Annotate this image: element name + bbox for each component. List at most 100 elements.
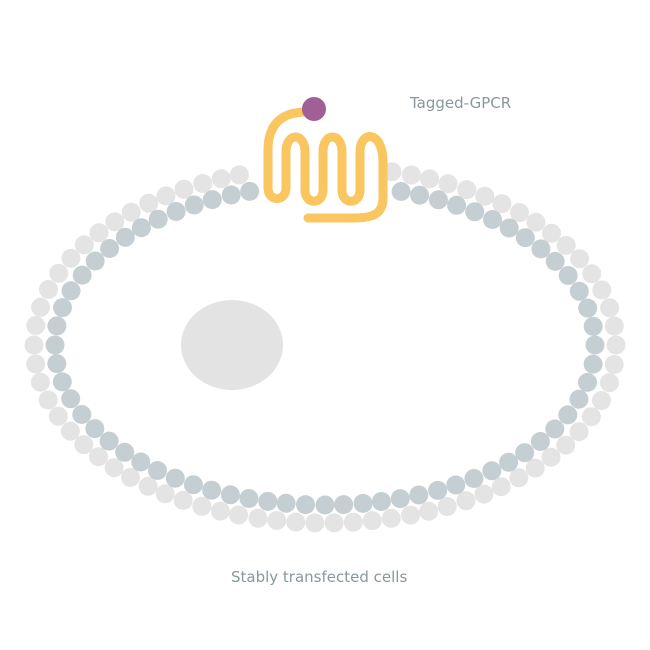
outer-lipid-head xyxy=(491,477,511,497)
inner-lipid-head xyxy=(72,405,92,424)
inner-lipid-head xyxy=(315,495,335,515)
inner-lipid-head xyxy=(184,195,204,215)
outer-lipid-head xyxy=(211,169,231,189)
outer-lipid-head xyxy=(193,174,213,193)
inner-lipid-head xyxy=(240,181,260,201)
outer-lipid-head xyxy=(582,264,602,284)
outer-lipid-head xyxy=(31,297,51,317)
inner-lipid-head xyxy=(100,239,120,258)
outer-lipid-head xyxy=(121,467,140,487)
outer-lipid-head xyxy=(541,447,561,467)
inner-lipid-head xyxy=(239,489,259,508)
inner-lipid-head xyxy=(464,469,484,488)
outer-lipid-head xyxy=(305,513,325,533)
outer-lipid-head xyxy=(192,496,212,516)
inner-lipid-head xyxy=(258,491,278,511)
outer-lipid-head xyxy=(592,280,612,300)
outer-lipid-head xyxy=(599,373,619,393)
inner-lipid-head xyxy=(410,185,430,205)
inner-lipid-head xyxy=(578,372,597,392)
outer-lipid-head xyxy=(569,422,589,442)
inner-lipid-head xyxy=(148,209,168,229)
outer-lipid-head xyxy=(74,235,94,255)
inner-lipid-head xyxy=(334,495,354,515)
outer-lipid-head xyxy=(156,186,176,206)
inner-lipid-head xyxy=(276,493,296,513)
inner-lipid-head xyxy=(221,185,241,205)
gpcr-receptor xyxy=(263,107,388,223)
outer-lipid-head xyxy=(39,280,58,299)
cell-membrane xyxy=(24,162,626,533)
outer-lipid-head xyxy=(457,180,477,200)
inner-lipid-head xyxy=(515,228,535,248)
outer-lipid-head xyxy=(121,202,141,222)
outer-lipid-head xyxy=(492,194,512,214)
inner-lipid-head xyxy=(353,493,373,513)
outer-lipid-head xyxy=(248,508,268,528)
inner-lipid-head xyxy=(545,419,565,439)
outer-lipid-head xyxy=(105,212,125,232)
outer-lipid-head xyxy=(104,458,124,478)
outer-lipid-head xyxy=(267,511,287,530)
inner-lipid-head xyxy=(52,372,72,392)
outer-lipid-head xyxy=(74,435,94,455)
outer-lipid-head xyxy=(581,407,601,427)
inner-lipid-head xyxy=(148,461,167,480)
outer-lipid-head xyxy=(138,476,158,496)
outer-lipid-head xyxy=(604,316,624,336)
outer-lipid-head xyxy=(38,390,58,410)
outer-lipid-head xyxy=(26,316,46,335)
outer-lipid-head xyxy=(381,508,401,528)
inner-lipid-head xyxy=(131,218,151,238)
inner-lipid-head xyxy=(530,432,550,451)
inner-lipid-head xyxy=(61,389,81,409)
nucleus xyxy=(181,300,283,390)
outer-lipid-head xyxy=(570,249,590,269)
outer-lipid-head xyxy=(510,203,529,223)
outer-lipid-head xyxy=(509,468,529,488)
inner-lipid-head xyxy=(165,468,185,488)
inner-lipid-head xyxy=(583,316,603,336)
outer-lipid-head xyxy=(174,179,194,199)
outer-lipid-head xyxy=(525,458,545,478)
inner-lipid-head xyxy=(558,266,578,285)
inner-lipid-head xyxy=(482,461,502,481)
outer-lipid-head xyxy=(604,355,624,374)
outer-lipid-head xyxy=(542,223,561,243)
outer-lipid-head xyxy=(49,263,69,283)
inner-lipid-head xyxy=(47,354,67,374)
inner-lipid-head xyxy=(61,281,81,301)
outer-lipid-head xyxy=(556,435,576,455)
inner-lipid-head xyxy=(99,431,119,451)
inner-lipid-head xyxy=(409,485,429,505)
inner-lipid-head xyxy=(447,195,467,215)
outer-lipid-head xyxy=(438,174,458,194)
outer-lipid-head xyxy=(606,335,626,355)
inner-lipid-head xyxy=(115,442,135,462)
outer-lipid-head xyxy=(456,491,476,511)
outer-lipid-head xyxy=(30,372,50,392)
outer-lipid-head xyxy=(401,165,421,185)
outer-lipid-head xyxy=(592,391,611,410)
inner-lipid-head xyxy=(578,298,598,318)
inner-lipid-head xyxy=(585,335,605,355)
outer-lipid-head xyxy=(600,298,620,318)
inner-lipid-head xyxy=(515,443,535,463)
outer-lipid-head xyxy=(362,511,382,531)
inner-lipid-head xyxy=(583,354,603,374)
outer-lipid-head xyxy=(24,335,44,355)
outer-lipid-head xyxy=(155,484,175,504)
outer-lipid-head xyxy=(60,421,80,441)
inner-lipid-head xyxy=(483,210,502,229)
tag-marker xyxy=(302,97,326,121)
inner-lipid-head xyxy=(390,489,410,509)
inner-lipid-head xyxy=(465,202,485,222)
outer-lipid-head xyxy=(61,248,81,268)
outer-lipid-head xyxy=(229,505,249,525)
outer-lipid-head xyxy=(343,512,363,532)
inner-lipid-head xyxy=(558,405,578,425)
inner-lipid-head xyxy=(499,452,519,472)
outer-lipid-head xyxy=(89,223,109,243)
inner-lipid-head xyxy=(371,492,391,511)
